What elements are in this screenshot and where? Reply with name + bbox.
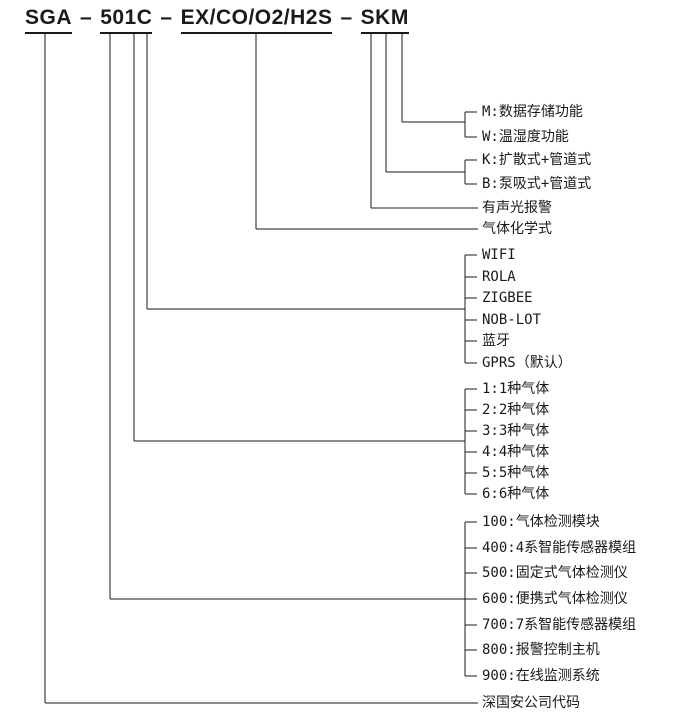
label-b-pump-pipeline: B:泵吸式+管道式 [482,176,592,192]
label-series-900: 900:在线监测系统 [482,668,600,684]
label-series-600: 600:便携式气体检测仪 [482,591,628,607]
label-comm-nob-lot: NOB-LOT [482,312,542,328]
model-segment-gas-formula: EX/CO/O2/H2S [180,6,333,34]
label-comm-rola: ROLA [482,269,516,285]
label-k-diffusion-pipeline: K:扩散式+管道式 [482,152,592,168]
label-gas-count-6: 6:6种气体 [482,486,550,502]
label-gas-count-4: 4:4种气体 [482,444,550,460]
label-gas-count-2: 2:2种气体 [482,402,550,418]
model-separator: – [80,6,93,29]
label-comm-wifi: WIFI [482,247,516,263]
label-m-data-storage: M:数据存储功能 [482,104,583,120]
model-segment-series: 501C [100,6,153,34]
label-comm-gprs-default: GPRS（默认） [482,355,572,371]
label-series-500: 500:固定式气体检测仪 [482,565,628,581]
label-comm-zigbee: ZIGBEE [482,290,533,306]
label-gas-count-1: 1:1种气体 [482,381,550,397]
label-series-400: 400:4系智能传感器模组 [482,540,637,556]
label-company-code: 深国安公司代码 [482,695,580,711]
label-series-100: 100:气体检测模块 [482,514,600,530]
label-gas-count-3: 3:3种气体 [482,423,550,439]
model-segment-options: SKM [360,6,409,34]
model-segment-company: SGA [25,6,73,34]
model-separator: – [340,6,353,29]
model-code-title: SGA – 501C – EX/CO/O2/H2S – SKM [25,6,409,34]
label-gas-chemical-formula: 气体化学式 [482,221,552,237]
label-gas-count-5: 5:5种气体 [482,465,550,481]
label-comm-bluetooth: 蓝牙 [482,333,510,349]
label-series-800: 800:报警控制主机 [482,642,600,658]
label-sound-light-alarm: 有声光报警 [482,200,552,216]
model-separator: – [160,6,173,29]
label-series-700: 700:7系智能传感器模组 [482,617,637,633]
label-w-temp-humidity: W:温湿度功能 [482,129,569,145]
